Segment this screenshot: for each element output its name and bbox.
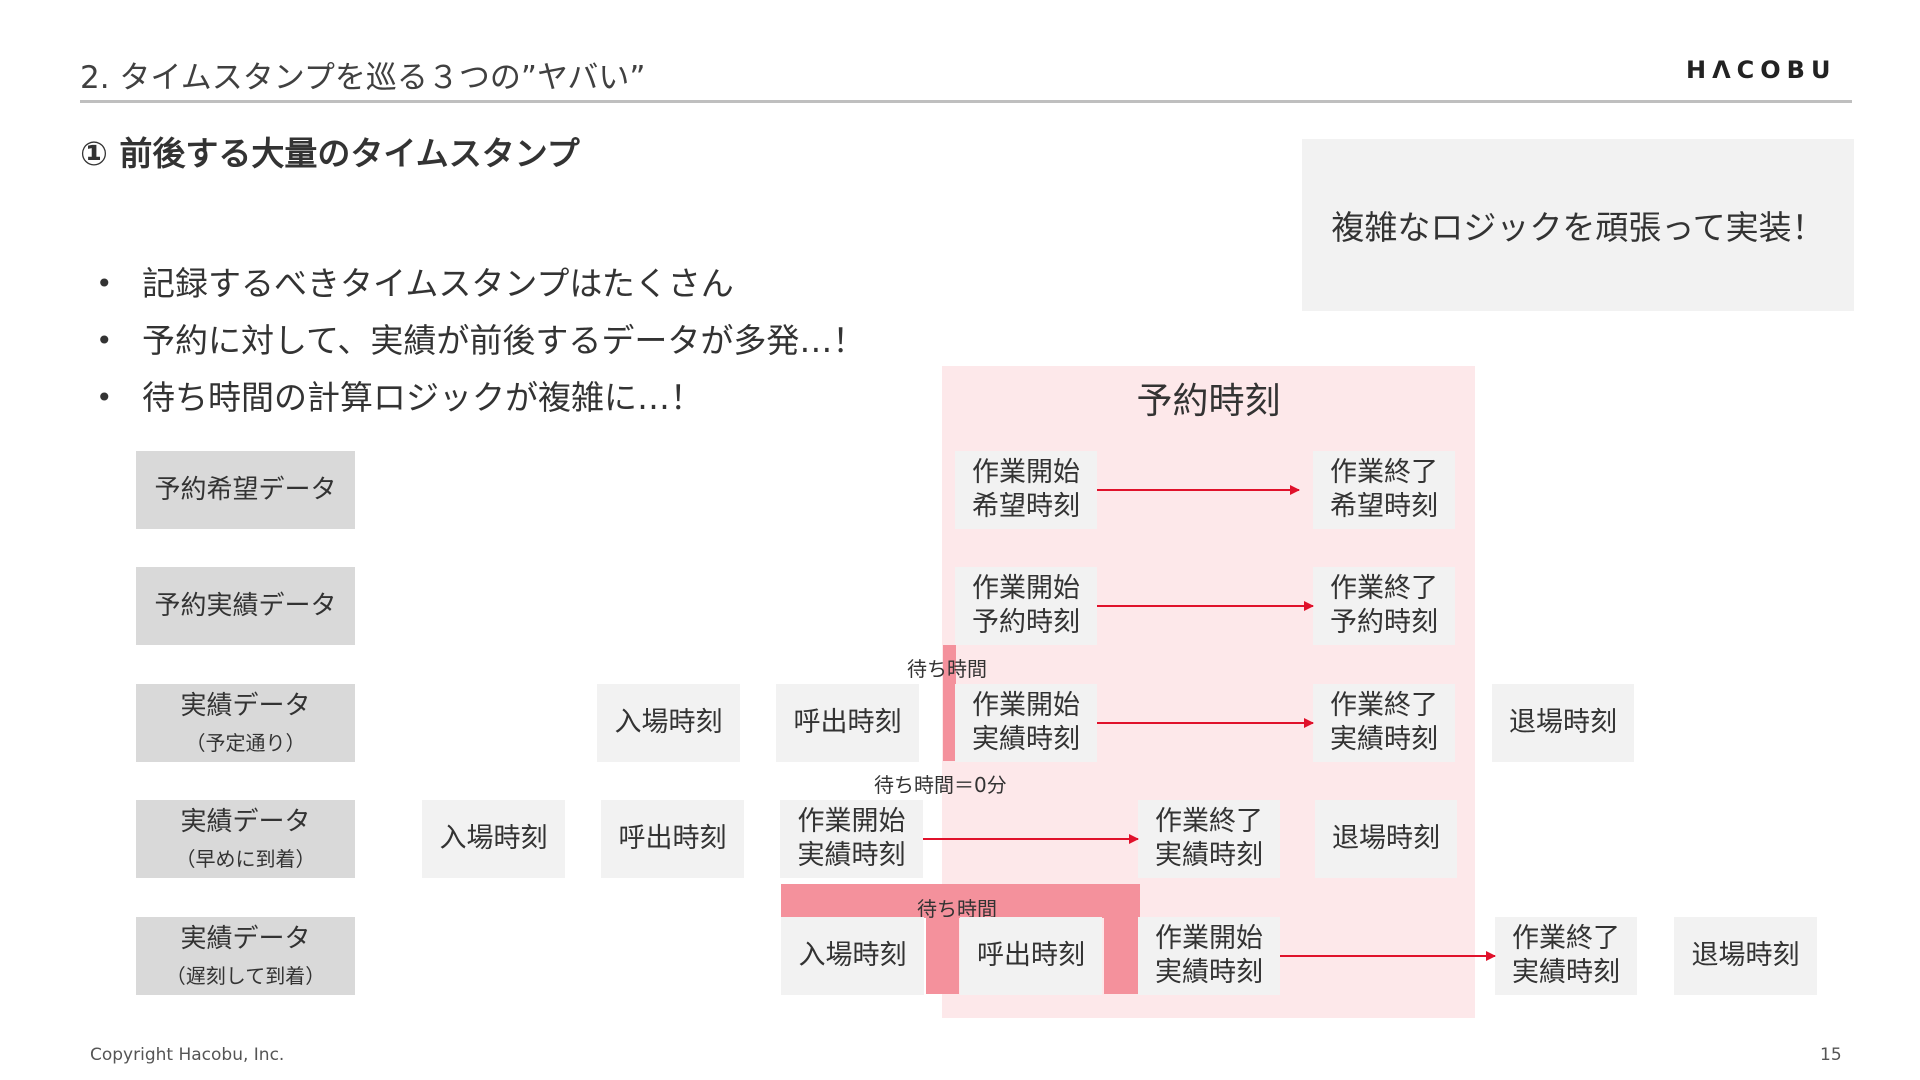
callout-box: 複雑なロジックを頑張って実装！ xyxy=(1302,139,1854,311)
row-label-text: 予約希望データ xyxy=(154,474,337,505)
wait-bar-row5-right xyxy=(1104,884,1140,994)
box-call-time: 呼出時刻 xyxy=(601,800,744,878)
box-work-start-actual: 作業開始 実績時刻 xyxy=(1138,917,1280,995)
page-number: 15 xyxy=(1820,1045,1842,1065)
row-label-reservation-request: 予約希望データ xyxy=(136,451,355,529)
box-entry-time: 入場時刻 xyxy=(597,684,740,762)
wait-bar-row3 xyxy=(943,645,956,761)
box-call-time: 呼出時刻 xyxy=(960,917,1102,995)
box-work-end-actual: 作業終了 実績時刻 xyxy=(1313,684,1455,762)
header-divider xyxy=(80,100,1852,103)
row-label-actual-on-time: 実績データ （予定通り） xyxy=(136,684,355,762)
row-label-sub: （遅刻して到着） xyxy=(165,963,326,988)
row-label-reservation-actual: 予約実績データ xyxy=(136,567,355,645)
row-label-actual-late: 実績データ （遅刻して到着） xyxy=(136,917,355,995)
bullet-list: 記録するべきタイムスタンプはたくさん 予約に対して、実績が前後するデータが多発…… xyxy=(92,255,865,426)
box-exit-time: 退場時刻 xyxy=(1315,800,1457,878)
box-work-end-actual: 作業終了 実績時刻 xyxy=(1495,917,1637,995)
box-work-start-requested: 作業開始 希望時刻 xyxy=(955,451,1097,529)
box-entry-time: 入場時刻 xyxy=(781,917,924,995)
row-label-text: 実績データ xyxy=(180,691,311,722)
box-call-time: 呼出時刻 xyxy=(776,684,919,762)
row-label-text: 実績データ xyxy=(180,807,311,838)
wait-bar-row5-left xyxy=(926,884,959,994)
box-entry-time: 入場時刻 xyxy=(422,800,565,878)
box-exit-time: 退場時刻 xyxy=(1674,917,1817,995)
row-label-actual-early: 実績データ （早めに到着） xyxy=(136,800,355,878)
box-work-end-reserved: 作業終了 予約時刻 xyxy=(1313,567,1455,645)
bullet-item: 記録するべきタイムスタンプはたくさん xyxy=(92,255,865,312)
box-work-end-requested: 作業終了 希望時刻 xyxy=(1313,451,1455,529)
box-exit-time: 退場時刻 xyxy=(1492,684,1634,762)
wait-time-zero-label: 待ち時間＝0分 xyxy=(874,773,1007,797)
slide-subtitle: ① 前後する大量のタイムスタンプ xyxy=(80,134,580,173)
box-work-start-reserved: 作業開始 予約時刻 xyxy=(955,567,1097,645)
bullet-item: 予約に対して、実績が前後するデータが多発…！ xyxy=(92,312,865,369)
hacobu-logo: HΛCOBU xyxy=(1686,56,1837,84)
wait-time-label: 待ち時間 xyxy=(907,657,987,681)
row-label-sub: （早めに到着） xyxy=(175,846,316,871)
wait-bar-row5-top xyxy=(781,884,1140,918)
box-work-end-actual: 作業終了 実績時刻 xyxy=(1138,800,1280,878)
bullet-item: 待ち時間の計算ロジックが複雑に…！ xyxy=(92,369,865,426)
row-label-sub: （予定通り） xyxy=(185,730,306,755)
box-work-start-actual: 作業開始 実績時刻 xyxy=(780,800,923,878)
row-label-text: 実績データ xyxy=(180,924,311,955)
box-work-start-actual: 作業開始 実績時刻 xyxy=(955,684,1097,762)
row-label-text: 予約実績データ xyxy=(154,590,337,621)
reservation-zone-title: 予約時刻 xyxy=(1136,381,1281,422)
section-header: 2. タイムスタンプを巡る３つの”ヤバい” xyxy=(80,60,646,96)
copyright: Copyright Hacobu, Inc. xyxy=(90,1045,285,1065)
